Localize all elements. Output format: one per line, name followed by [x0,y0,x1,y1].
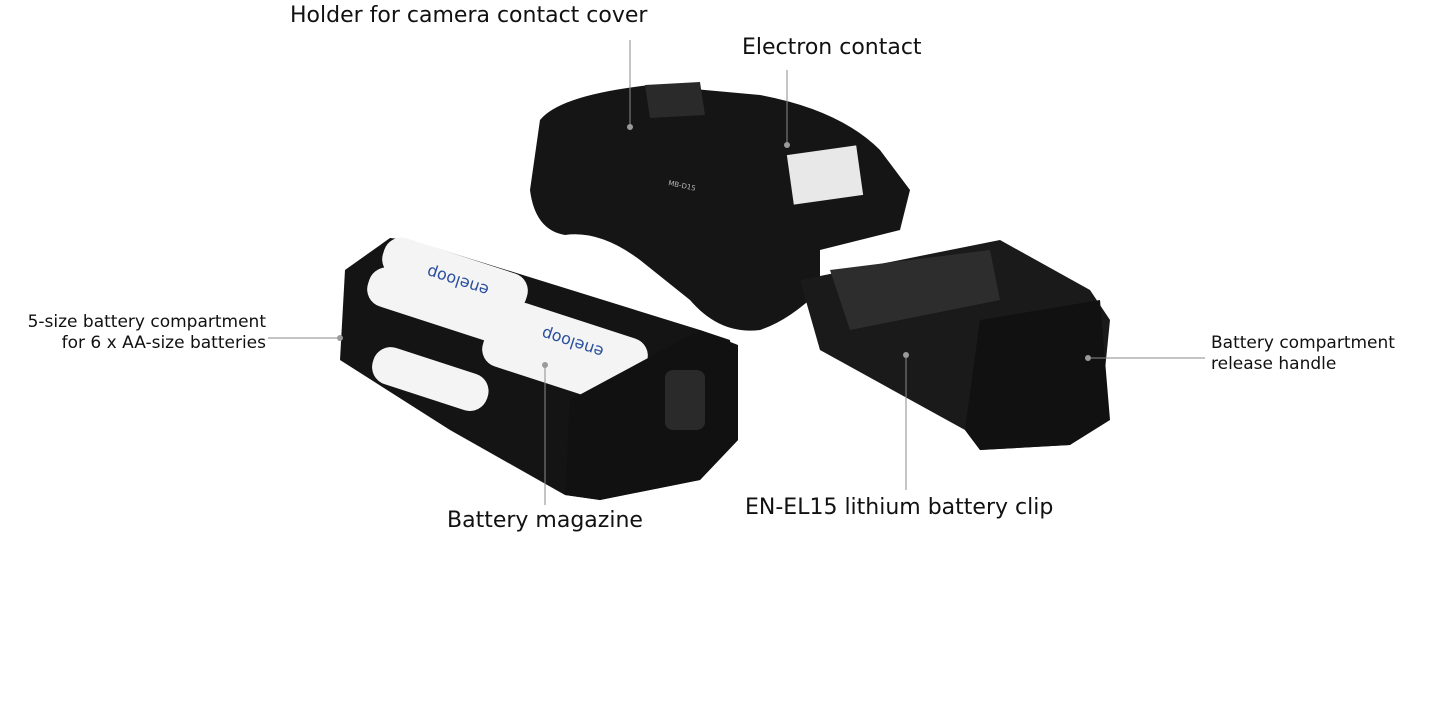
en-el15-battery-clip [800,240,1110,450]
callout-dot-magazine [542,362,548,368]
callout-dot-holder [627,124,633,130]
callout-dot-clip [903,352,909,358]
label-holder: Holder for camera contact cover [290,3,648,28]
label-magazine: Battery magazine [447,508,643,533]
label-release-handle: Battery compartment release handle [1211,333,1395,376]
battery-magazine: eneloop eneloop [340,237,738,500]
battery-grip-body: MB-D15 [530,82,910,331]
label-electron-contact: Electron contact [742,35,922,60]
label-compartment: 5-size battery compartment for 6 x AA-si… [28,312,266,355]
callout-dot-compartment [337,335,343,341]
label-clip: EN-EL15 lithium battery clip [745,495,1054,520]
callout-dot-release [1085,355,1091,361]
label-compartment-line2: for 6 x AA-size batteries [61,333,266,354]
callout-dot-electron [784,142,790,148]
label-release-line2: release handle [1211,354,1337,375]
label-release-line1: Battery compartment [1211,333,1395,353]
label-compartment-line1: 5-size battery compartment [27,312,266,332]
